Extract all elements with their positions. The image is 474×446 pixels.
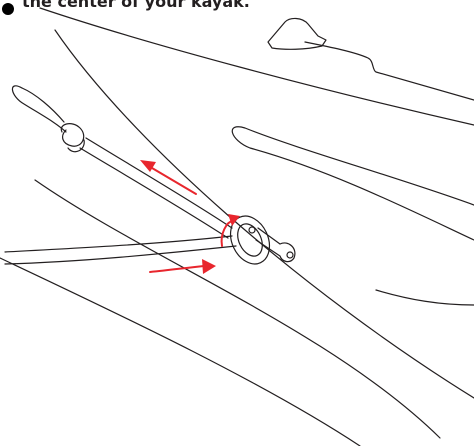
deck-fitting xyxy=(268,18,474,100)
bullet-icon xyxy=(2,3,14,15)
hull-deck-line-main xyxy=(55,30,474,398)
hull-right-curve xyxy=(376,290,474,305)
caption-line: the center of your kayak. xyxy=(0,0,474,16)
hull-keel-line xyxy=(0,258,360,446)
deck-line-rope xyxy=(5,86,236,264)
kayak-hull-outline xyxy=(0,8,474,446)
hull-cockpit-rim xyxy=(232,127,474,240)
arrow-pull-right-icon xyxy=(150,266,204,272)
direction-arrows xyxy=(140,160,240,274)
hull-deck-line-upper xyxy=(40,8,474,125)
caption-text: the center of your kayak. xyxy=(22,0,250,11)
